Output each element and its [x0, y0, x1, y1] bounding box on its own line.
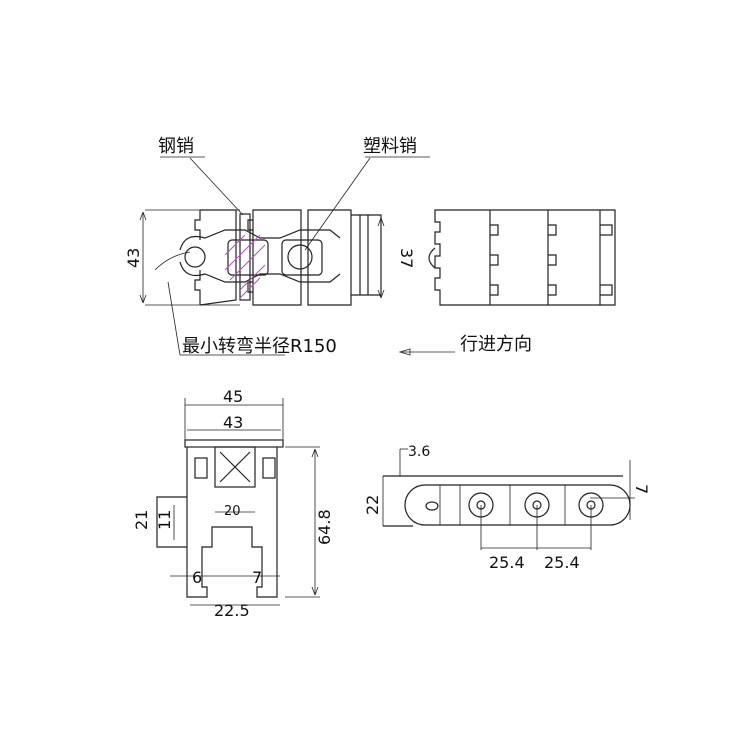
dim-7-foot: 7 — [252, 568, 262, 587]
side-elevation-view — [382, 448, 635, 550]
dim-11: 11 — [155, 510, 174, 530]
dim-7-side: 7 — [632, 484, 651, 494]
dim-6: 6 — [192, 568, 202, 587]
dim-22: 22 — [363, 495, 382, 515]
direction-label: 行进方向 — [460, 334, 532, 355]
min-radius-label: 最小转弯半径R150 — [182, 336, 337, 357]
plastic-pin-label: 塑料销 — [363, 136, 417, 157]
dim-3-6: 3.6 — [408, 444, 430, 460]
dim-43-width: 43 — [223, 413, 243, 432]
dim-pitch-2: 25.4 — [544, 553, 580, 572]
dim-45: 45 — [223, 387, 243, 406]
plan-view-right — [398, 209, 616, 356]
cross-section-view — [156, 398, 320, 606]
dim-21: 21 — [132, 510, 151, 530]
plan-view-left — [139, 156, 430, 356]
dim-64-8: 64.8 — [315, 509, 334, 545]
dim-22-5: 22.5 — [214, 601, 250, 620]
steel-pin-label: 钢销 — [158, 136, 194, 157]
dim-43-height: 43 — [124, 248, 143, 268]
dim-20: 20 — [224, 504, 241, 519]
dim-37: 37 — [397, 248, 416, 268]
dim-pitch-1: 25.4 — [489, 553, 525, 572]
